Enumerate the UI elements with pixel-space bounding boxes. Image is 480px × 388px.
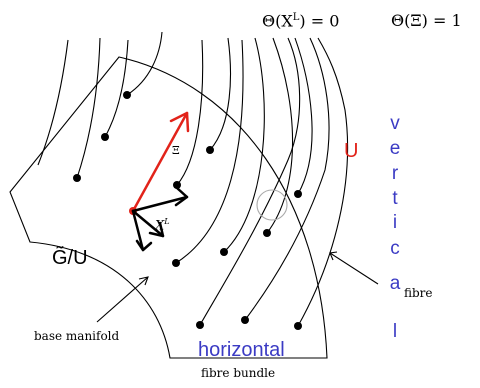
- fibre-curve: [244, 37, 330, 321]
- point: [241, 316, 249, 324]
- point: [73, 174, 81, 182]
- theta-xl-equation: Θ(XL) = 0: [262, 13, 339, 29]
- base-manifold-pointer-head: [138, 276, 149, 286]
- base-manifold-label: base manifold: [34, 329, 120, 343]
- vertical-letter: v: [390, 113, 400, 134]
- quotient-label: G̃/U: [52, 247, 88, 269]
- theta-xl-lhs: Θ(X: [262, 11, 293, 31]
- vertical-letter: t: [392, 188, 398, 209]
- vertical-letter: i: [392, 212, 398, 233]
- point: [206, 146, 214, 154]
- base-manifold-pointer: [96, 276, 149, 323]
- fibre-curve: [175, 39, 244, 264]
- xi-label: Ξ: [172, 144, 180, 157]
- u-label: U: [344, 140, 359, 162]
- xl-letter: X: [155, 218, 165, 234]
- fibre-curve: [199, 37, 301, 326]
- vertical-letter: e: [389, 138, 401, 159]
- fibre-curve: [223, 37, 265, 253]
- fibre-bundle-label: fibre bundle: [201, 366, 276, 380]
- point: [172, 259, 180, 267]
- fibre-curve: [76, 37, 101, 179]
- xi-vector: [131, 111, 190, 213]
- fibre-curve: [37, 39, 69, 166]
- fibre-label: fibre: [404, 286, 433, 300]
- point: [263, 229, 271, 237]
- vertical-letter: a: [389, 273, 401, 294]
- fibre-curve: [126, 31, 163, 96]
- horizontal-label: horizontal: [198, 339, 285, 361]
- theta-xl-superscript: L: [292, 12, 300, 23]
- fibre-curve: [294, 37, 313, 195]
- fibre-pointer-head: [329, 251, 338, 261]
- point: [123, 91, 131, 99]
- xl-label: XL: [155, 217, 170, 234]
- point: [220, 248, 228, 256]
- point: [101, 133, 109, 141]
- fibre-curve: [297, 37, 349, 327]
- bundle-outline: [9, 56, 328, 359]
- vertical-letter: c: [390, 238, 400, 259]
- theta-xi-equation: Θ(Ξ) = 1: [391, 11, 462, 30]
- vertical-letter: r: [391, 163, 399, 184]
- point: [294, 322, 302, 330]
- fibre-curve: [176, 39, 204, 186]
- vertical-letter: l: [392, 321, 398, 342]
- fibre-curve: [266, 37, 294, 234]
- point: [173, 181, 181, 189]
- fibre-curve: [104, 39, 129, 138]
- grey-circle: [256, 189, 288, 221]
- xl-superscript: L: [164, 217, 170, 226]
- fibre-curve: [209, 37, 231, 151]
- point: [196, 321, 204, 329]
- point: [294, 190, 302, 198]
- theta-xl-rhs: ) = 0: [299, 11, 340, 31]
- xl-vectors: [131, 186, 189, 252]
- fibre-pointer: [329, 252, 379, 285]
